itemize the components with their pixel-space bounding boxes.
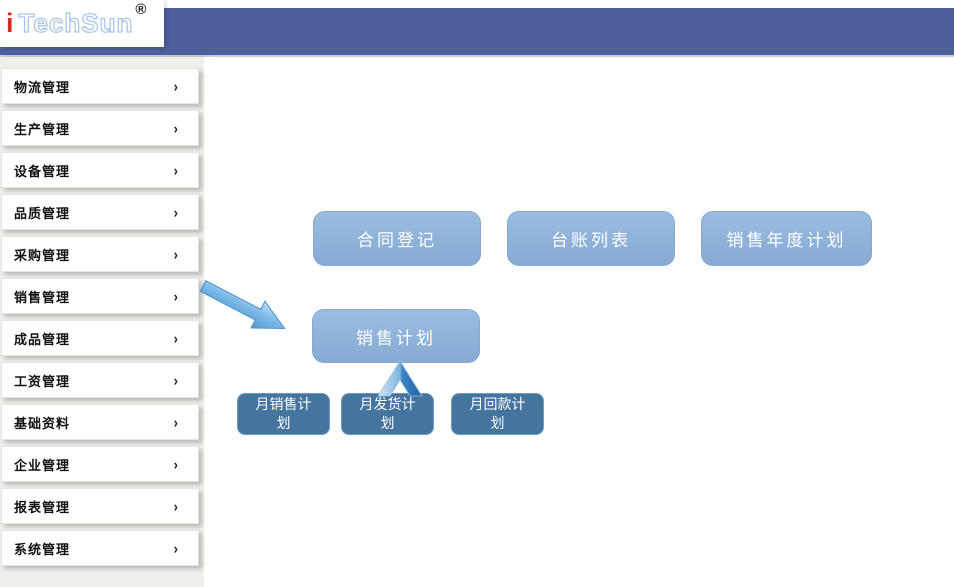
sidebar-item-label: 成品管理: [14, 331, 71, 347]
sidebar-menu: 物流管理 › 生产管理 › 设备管理 › 品质管理 › 采购管理 › 销售管理 …: [0, 68, 204, 572]
sidebar-item-label: 采购管理: [14, 247, 71, 263]
sidebar-item-label: 销售管理: [14, 289, 71, 305]
sidebar-item-label: 系统管理: [14, 541, 71, 557]
sidebar-item-production[interactable]: 生产管理 ›: [1, 110, 199, 146]
sidebar-item-reports[interactable]: 报表管理 ›: [1, 488, 199, 524]
sidebar-item-enterprise[interactable]: 企业管理 ›: [1, 446, 199, 482]
chevron-right-icon: ›: [173, 497, 178, 515]
sidebar-item-payroll[interactable]: 工资管理 ›: [1, 362, 199, 398]
small-button-label: 月发货计划: [359, 396, 416, 431]
small-button-label: 月销售计划: [255, 396, 312, 431]
sidebar-item-purchasing[interactable]: 采购管理 ›: [1, 236, 199, 272]
chevron-right-icon: ›: [173, 245, 178, 263]
monthly-sales-plan-button[interactable]: 月销售计划: [237, 393, 330, 435]
sidebar-item-label: 设备管理: [14, 163, 71, 179]
logo-brand-text: TechSun: [18, 7, 134, 38]
sidebar-item-label: 物流管理: [14, 79, 71, 95]
ledger-list-button[interactable]: 台账列表: [507, 211, 675, 266]
chevron-right-icon: ›: [173, 539, 178, 557]
sales-plan-button[interactable]: 销售计划: [312, 309, 480, 363]
sidebar-item-logistics[interactable]: 物流管理 ›: [1, 68, 199, 104]
sidebar-item-sales[interactable]: 销售管理 ›: [1, 278, 199, 314]
sidebar-item-quality[interactable]: 品质管理 ›: [1, 194, 199, 230]
registered-trademark-icon: ®: [135, 1, 147, 18]
chevron-right-icon: ›: [173, 203, 178, 221]
monthly-collection-plan-button[interactable]: 月回款计划: [451, 393, 544, 435]
chevron-right-icon: ›: [173, 413, 178, 431]
sidebar-item-label: 生产管理: [14, 121, 71, 137]
chevron-right-icon: ›: [173, 329, 178, 347]
logo-i-mark: i: [6, 8, 14, 38]
sidebar-item-label: 工资管理: [14, 373, 71, 389]
sidebar-item-finished-goods[interactable]: 成品管理 ›: [1, 320, 199, 356]
app-logo: i TechSun ®: [0, 0, 164, 47]
sidebar-item-basic-data[interactable]: 基础资料 ›: [1, 404, 199, 440]
chevron-right-icon: ›: [173, 77, 178, 95]
small-button-label: 月回款计划: [469, 396, 526, 431]
contract-registration-button[interactable]: 合同登记: [313, 211, 481, 266]
annual-sales-plan-button[interactable]: 销售年度计划: [701, 211, 872, 266]
sidebar-item-equipment[interactable]: 设备管理 ›: [1, 152, 199, 188]
chevron-right-icon: ›: [173, 455, 178, 473]
chevron-right-icon: ›: [173, 287, 178, 305]
chevron-right-icon: ›: [173, 119, 178, 137]
chevron-right-icon: ›: [173, 371, 178, 389]
monthly-shipment-plan-button[interactable]: 月发货计划: [341, 393, 434, 435]
sidebar-item-label: 报表管理: [14, 499, 71, 515]
chevron-right-icon: ›: [173, 161, 178, 179]
sidebar-item-system[interactable]: 系统管理 ›: [1, 530, 199, 566]
sidebar-item-label: 品质管理: [14, 205, 71, 221]
sidebar-item-label: 基础资料: [14, 415, 71, 431]
sidebar-item-label: 企业管理: [14, 457, 71, 473]
